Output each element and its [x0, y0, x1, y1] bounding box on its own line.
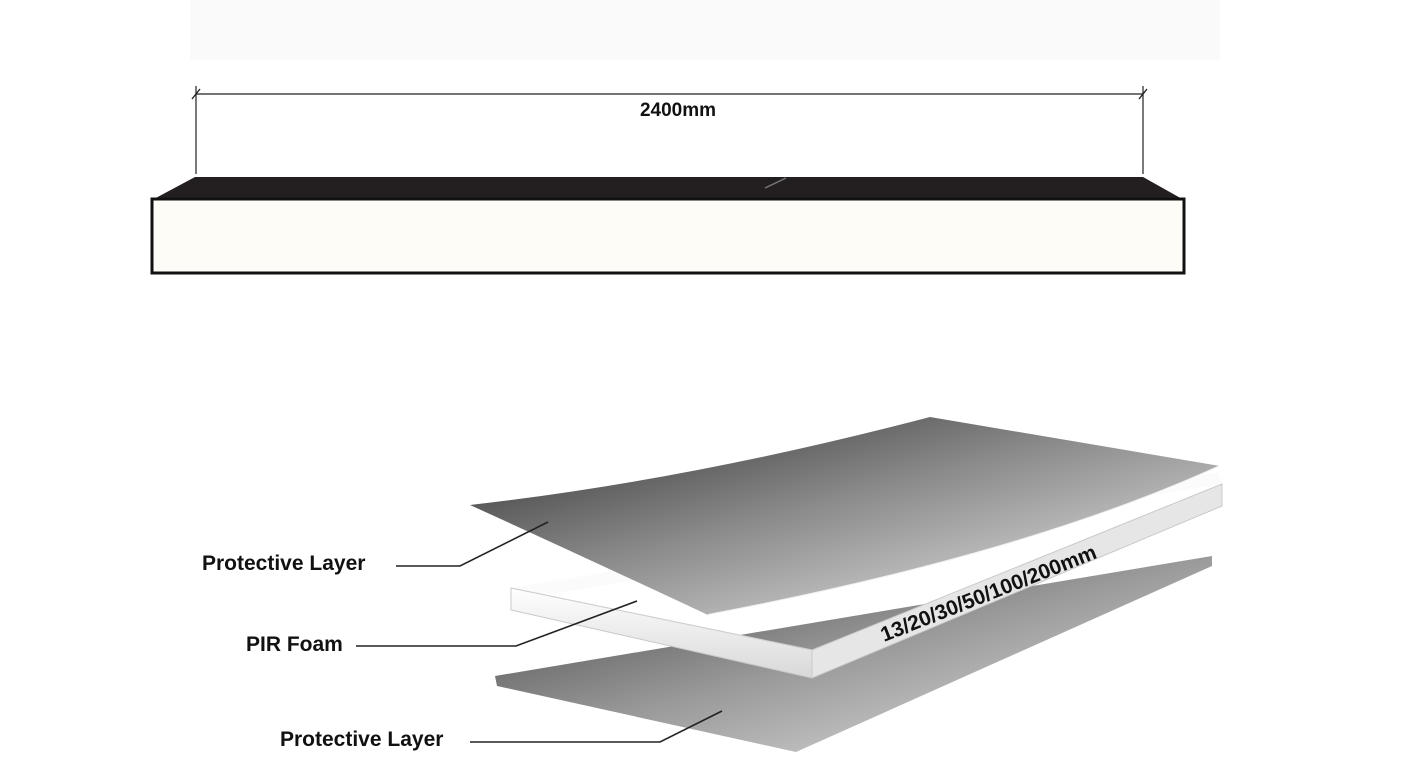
callout-core: PIR Foam [246, 600, 638, 656]
label-pir-foam: PIR Foam [246, 633, 343, 656]
exploded-view [470, 417, 1223, 752]
callout-top-layer: Protective Layer [202, 521, 549, 575]
label-bottom-protective-layer: Protective Layer [280, 728, 443, 751]
leader-line-top [396, 521, 549, 567]
board-front-face [150, 197, 1186, 275]
tick-right [1138, 88, 1148, 100]
foam-side-edge [811, 483, 1223, 679]
label-top-protective-layer: Protective Layer [202, 552, 365, 575]
board-top-crease [764, 177, 787, 189]
board-top-face [152, 177, 1184, 200]
tick-left [191, 88, 201, 100]
dimension-line [191, 86, 1148, 174]
callout-bottom-layer: Protective Layer [280, 710, 723, 751]
top-protective-sheet [470, 417, 1220, 615]
leader-line-core [356, 600, 638, 647]
dimension-label: 2400mm [640, 100, 716, 121]
background-haze [190, 0, 1220, 60]
board-side-view [150, 177, 1186, 275]
leader-line-bottom [470, 710, 723, 743]
